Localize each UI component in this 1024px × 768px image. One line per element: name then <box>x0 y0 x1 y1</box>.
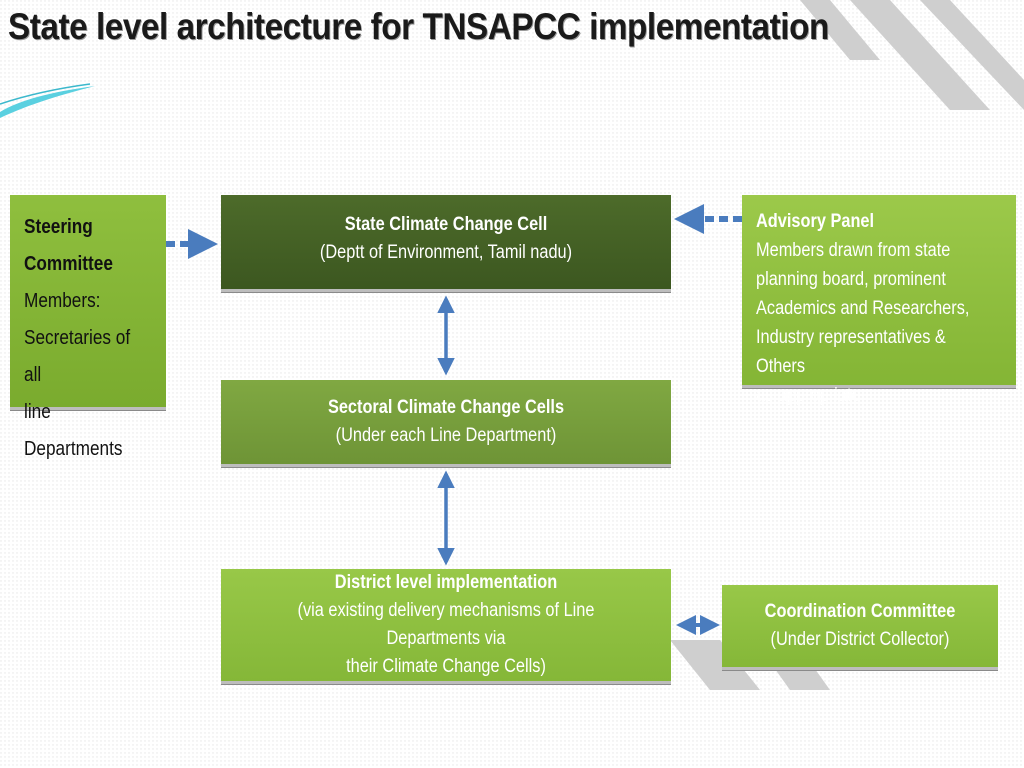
sectoral-cells-title: Sectoral Climate Change Cells <box>327 397 565 418</box>
steering-committee-members-line1: Secretaries of all <box>24 327 131 386</box>
district-impl-title: District level implementation <box>334 572 558 593</box>
advisory-panel-line: Industry representatives & Others <box>756 327 946 377</box>
district-impl-subtitle-line1: (via existing delivery mechanisms of Lin… <box>297 600 595 649</box>
advisory-panel-box: Advisory Panel Members drawn from state … <box>742 195 1016 406</box>
sectoral-climate-change-cells-box: Sectoral Climate Change Cells (Under eac… <box>221 380 671 464</box>
district-impl-subtitle-line2: their Climate Change Cells) <box>346 656 546 677</box>
coordination-subtitle: (Under District Collector) <box>770 629 950 650</box>
advisory-panel-line: Academics and Researchers, <box>756 298 970 319</box>
coordination-title: Coordination Committee <box>764 601 956 622</box>
steering-committee-members-label: Members: <box>24 290 101 312</box>
sectoral-cells-subtitle: (Under each Line Department) <box>335 425 557 446</box>
steering-committee-title-line1: Steering <box>24 216 93 238</box>
advisory-panel-line: as appropriate <box>756 385 861 406</box>
slide-title: State level architecture for TNSAPCC imp… <box>8 6 829 47</box>
district-implementation-box: District level implementation (via exist… <box>221 569 671 681</box>
state-cell-title: State Climate Change Cell <box>344 214 548 235</box>
advisory-panel-line: planning board, prominent <box>756 269 946 290</box>
state-cell-subtitle: (Deptt of Environment, Tamil nadu) <box>319 242 573 263</box>
coordination-committee-box: Coordination Committee (Under District C… <box>722 585 998 667</box>
steering-committee-members-line2: line Departments <box>24 401 123 460</box>
advisory-panel-line: Members drawn from state <box>756 240 951 261</box>
advisory-panel-title: Advisory Panel <box>756 211 875 232</box>
decorative-swoosh <box>0 83 95 118</box>
decorative-stripes <box>670 0 1024 690</box>
steering-committee-box: Steering Committee Members: Secretaries … <box>10 195 166 460</box>
steering-committee-title-line2: Committee <box>24 253 113 275</box>
state-climate-change-cell-box: State Climate Change Cell (Deptt of Envi… <box>221 195 671 289</box>
